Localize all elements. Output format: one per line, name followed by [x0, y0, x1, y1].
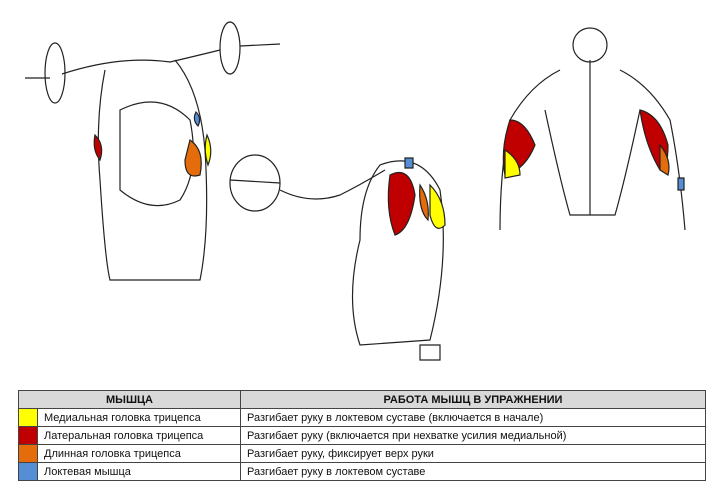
muscle-action: Разгибает руку, фиксирует верх руки — [240, 444, 706, 463]
muscle-name: Медиальная головка трицепса — [37, 408, 241, 427]
muscle-table: МЫШЦА РАБОТА МЫШЦ В УПРАЖНЕНИИ Медиальна… — [18, 390, 706, 481]
muscle-name: Латеральная головка трицепса — [37, 426, 241, 445]
back-view-figure — [499, 27, 686, 231]
color-swatch-red — [18, 426, 38, 445]
lying-extension-figure — [229, 154, 446, 361]
header-action: РАБОТА МЫШЦ В УПРАЖНЕНИИ — [240, 390, 706, 409]
color-swatch-yellow — [18, 408, 38, 427]
muscle-action: Разгибает руку в локтевом суставе — [240, 462, 706, 481]
muscle-action: Разгибает руку в локтевом суставе (включ… — [240, 408, 706, 427]
overhead-extension-figure — [25, 21, 281, 281]
table-row: Локтевая мышца Разгибает руку в локтевом… — [18, 462, 706, 481]
color-swatch-orange — [18, 444, 38, 463]
table-header-row: МЫШЦА РАБОТА МЫШЦ В УПРАЖНЕНИИ — [18, 390, 706, 409]
muscle-name: Локтевая мышца — [37, 462, 241, 481]
exercise-illustration — [25, 21, 686, 361]
table-row: Латеральная головка трицепса Разгибает р… — [18, 426, 706, 445]
muscle-name: Длинная головка трицепса — [37, 444, 241, 463]
header-muscle: МЫШЦА — [18, 390, 241, 409]
table-row: Длинная головка трицепса Разгибает руку,… — [18, 444, 706, 463]
muscle-action: Разгибает руку (включается при нехватке … — [240, 426, 706, 445]
table-row: Медиальная головка трицепса Разгибает ру… — [18, 408, 706, 427]
color-swatch-blue — [18, 462, 38, 481]
